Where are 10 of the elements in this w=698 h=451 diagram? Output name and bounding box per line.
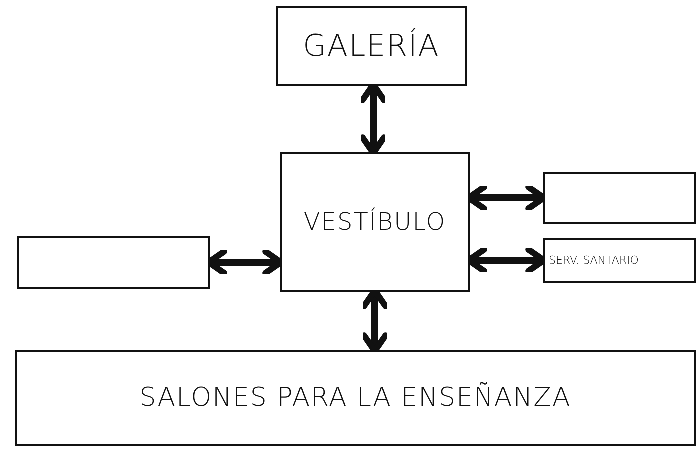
room-label: VESTÍBULO bbox=[304, 208, 446, 236]
room-box bbox=[280, 152, 470, 292]
room-label: SERV. SANTARIO bbox=[549, 254, 639, 267]
room-box bbox=[17, 236, 210, 289]
room-box bbox=[15, 350, 696, 446]
room-box bbox=[543, 238, 696, 283]
room-box bbox=[543, 172, 696, 224]
room-box bbox=[276, 6, 467, 86]
room-label: SALONES PARA LA ENSEÑANZA bbox=[140, 383, 572, 413]
room-label: GALERÍA bbox=[303, 28, 440, 64]
